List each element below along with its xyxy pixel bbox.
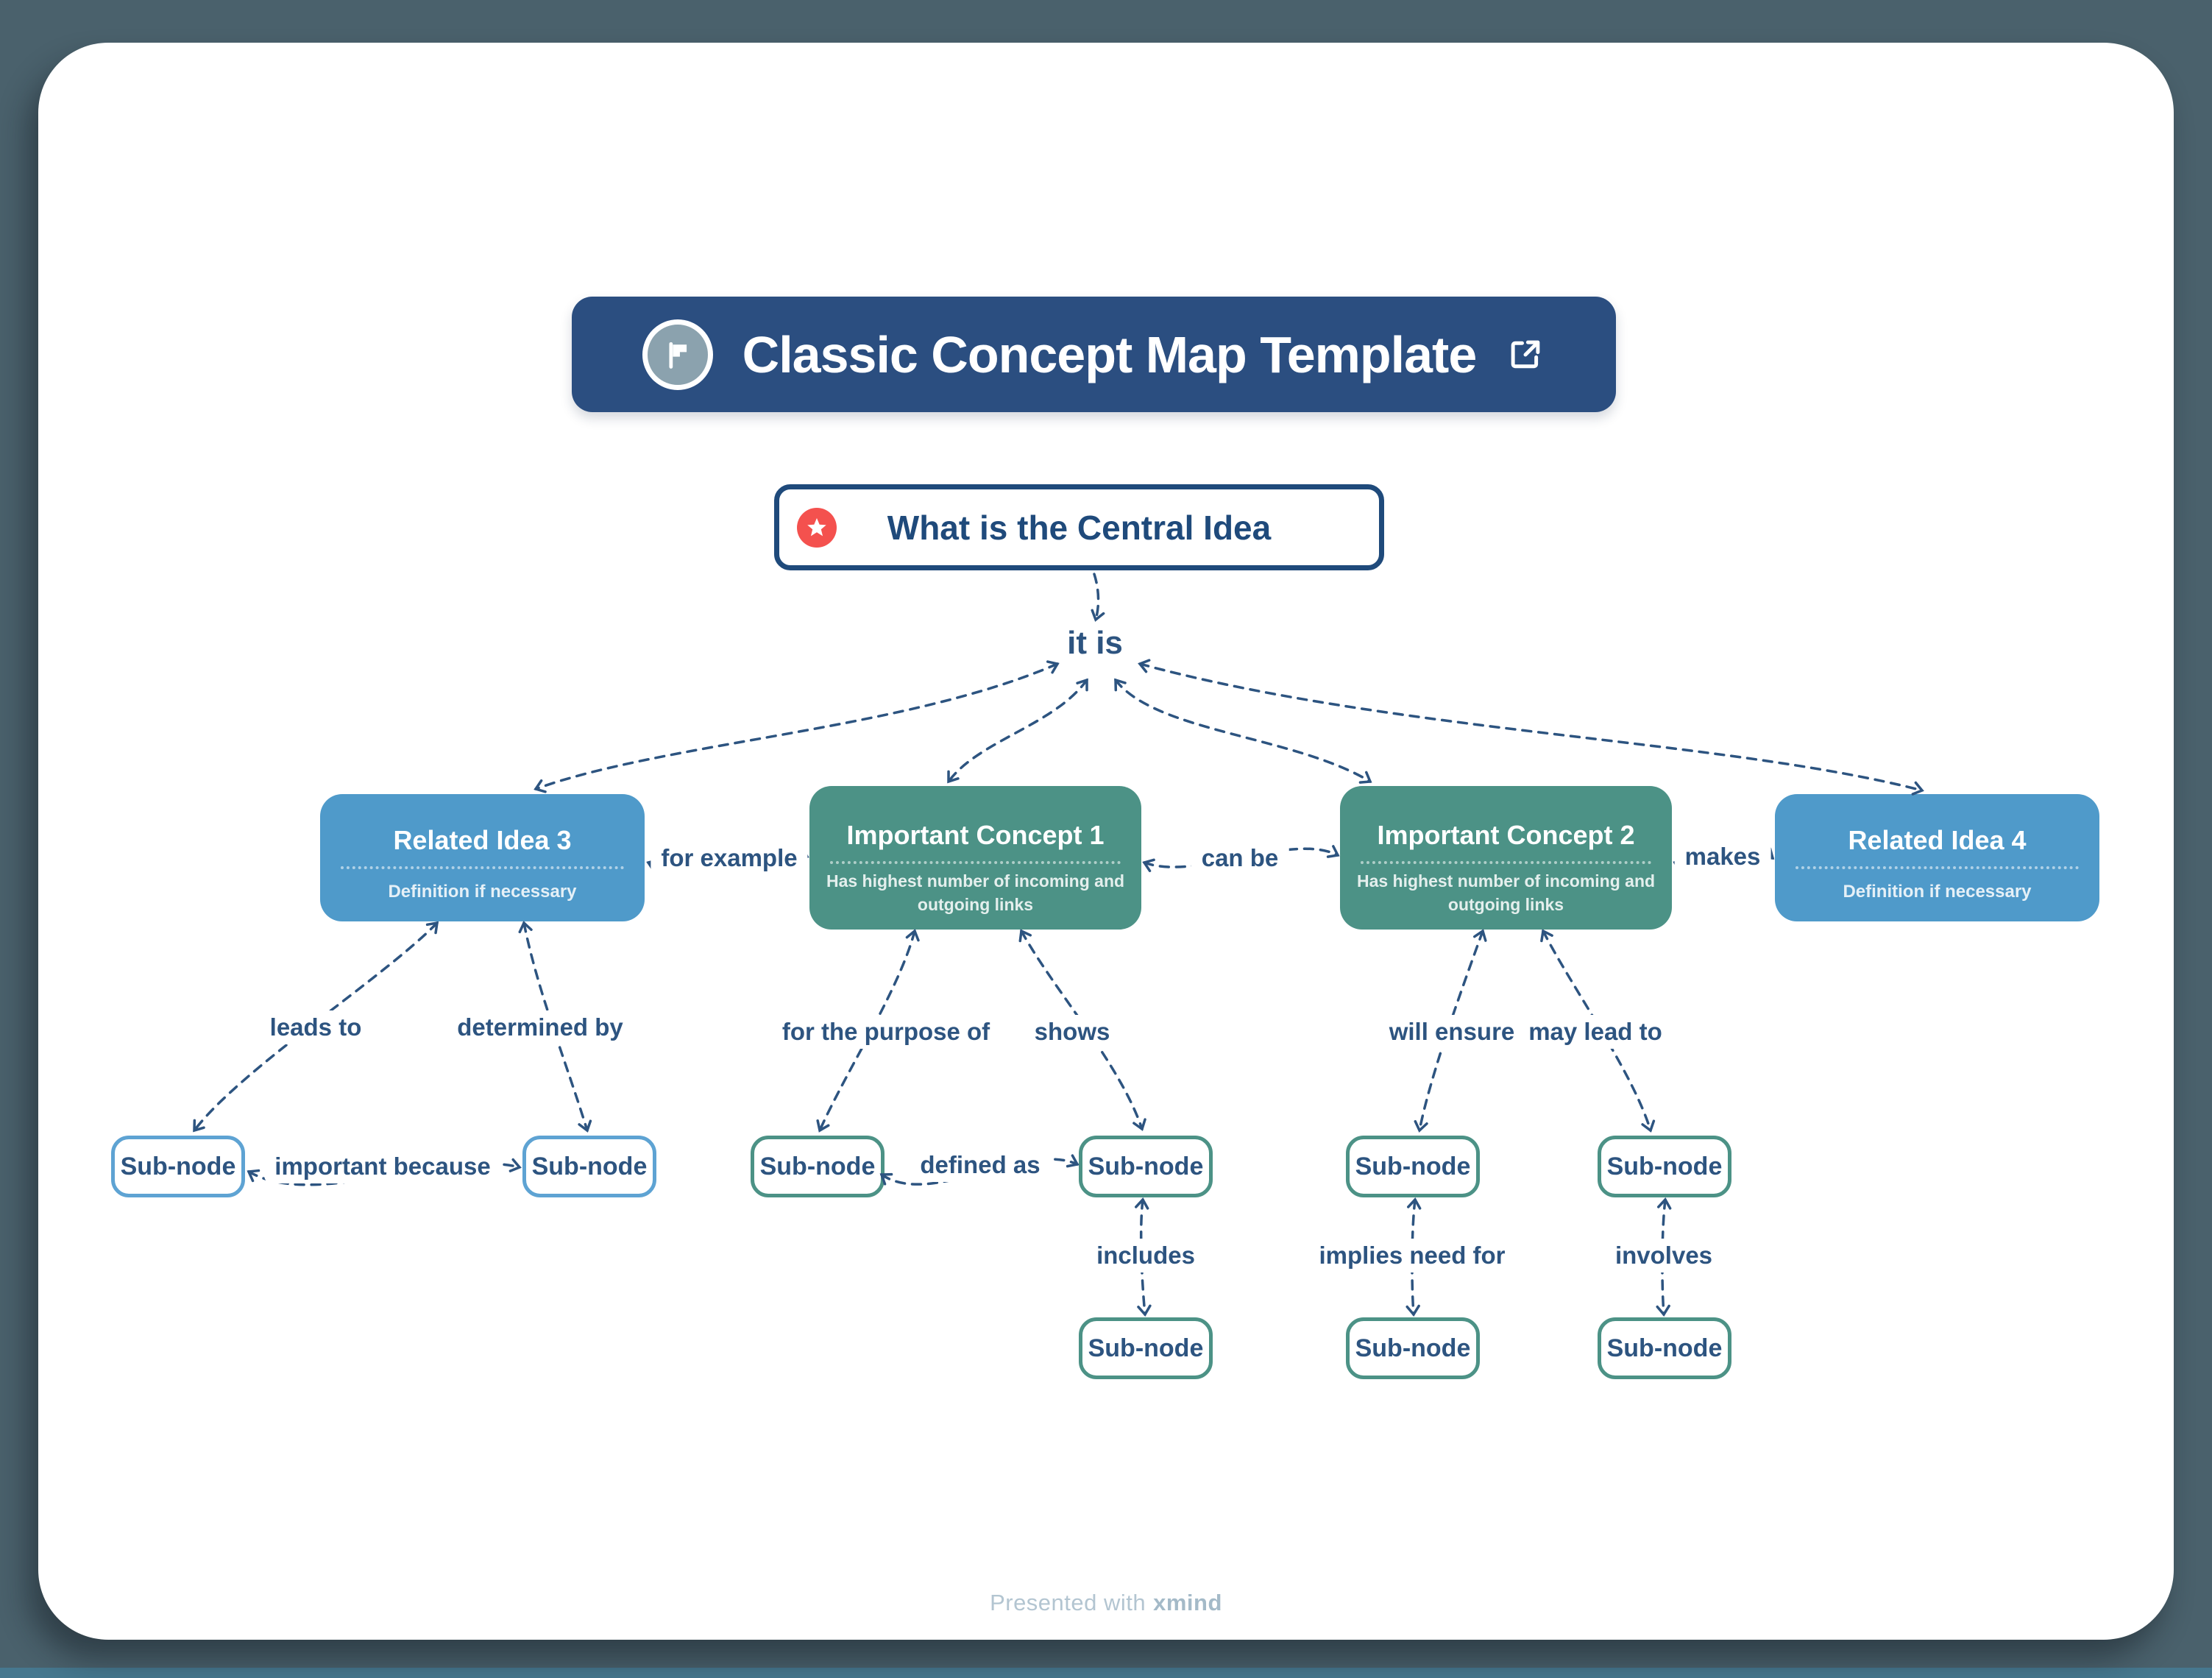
- subnode-includes[interactable]: Sub-node: [1079, 1317, 1213, 1379]
- subnode-leads-to[interactable]: Sub-node: [111, 1136, 245, 1197]
- node-title: Related Idea 4: [1848, 825, 2027, 855]
- footer-credit: Presented with xmind: [0, 1590, 2212, 1616]
- divider: [1796, 866, 2079, 869]
- subnode-for-the-purpose-of[interactable]: Sub-node: [751, 1136, 885, 1197]
- label-determined-by[interactable]: determined by: [447, 1010, 634, 1044]
- label-for-the-purpose-of[interactable]: for the purpose of: [771, 1015, 1001, 1049]
- open-external-icon[interactable]: [1506, 335, 1545, 375]
- subnode-label: Sub-node: [1355, 1152, 1471, 1180]
- label-implies-need-for[interactable]: implies need for: [1308, 1239, 1516, 1272]
- node-related-idea-3[interactable]: Related Idea 3 Definition if necessary: [320, 794, 645, 921]
- flag-icon: [642, 319, 713, 390]
- central-idea-node[interactable]: What is the Central Idea: [774, 484, 1384, 570]
- subnode-determined-by[interactable]: Sub-node: [522, 1136, 656, 1197]
- node-title: Important Concept 2: [1377, 820, 1635, 850]
- node-related-idea-4[interactable]: Related Idea 4 Definition if necessary: [1775, 794, 2099, 921]
- node-title: Related Idea 3: [393, 825, 572, 855]
- label-involves[interactable]: involves: [1604, 1239, 1723, 1272]
- node-subtitle: Has highest number of incoming and outgo…: [1356, 871, 1656, 914]
- footer-brand[interactable]: xmind: [1153, 1590, 1222, 1615]
- divider: [830, 861, 1121, 864]
- subnode-will-ensure[interactable]: Sub-node: [1346, 1136, 1480, 1197]
- node-subtitle: Definition if necessary: [1843, 882, 2032, 902]
- node-important-concept-1[interactable]: Important Concept 1 Has highest number o…: [809, 786, 1141, 930]
- label-shows[interactable]: shows: [1024, 1015, 1121, 1049]
- subnode-implies-need-for[interactable]: Sub-node: [1346, 1317, 1480, 1379]
- subnode-label: Sub-node: [120, 1152, 236, 1180]
- template-title: Classic Concept Map Template: [742, 325, 1478, 383]
- subnode-may-lead-to[interactable]: Sub-node: [1598, 1136, 1731, 1197]
- star-icon: [797, 507, 837, 548]
- subnode-involves[interactable]: Sub-node: [1598, 1317, 1731, 1379]
- divider: [341, 866, 624, 869]
- label-makes[interactable]: makes: [1674, 840, 1771, 874]
- label-it-is[interactable]: it is: [1058, 623, 1132, 663]
- label-may-lead-to[interactable]: may lead to: [1518, 1015, 1673, 1049]
- label-includes[interactable]: includes: [1086, 1239, 1205, 1272]
- subnode-label: Sub-node: [1088, 1334, 1204, 1362]
- subnode-label: Sub-node: [1355, 1334, 1471, 1362]
- label-will-ensure[interactable]: will ensure: [1378, 1015, 1525, 1049]
- node-subtitle: Has highest number of incoming and outgo…: [826, 871, 1125, 914]
- label-defined-as[interactable]: defined as: [910, 1148, 1051, 1182]
- footer-text: Presented with: [990, 1590, 1146, 1615]
- subnode-label: Sub-node: [1606, 1152, 1723, 1180]
- node-title: Important Concept 1: [846, 820, 1105, 850]
- label-for-example[interactable]: for example: [651, 841, 808, 875]
- template-title-banner[interactable]: Classic Concept Map Template: [572, 297, 1616, 412]
- label-important-because[interactable]: important because: [264, 1150, 501, 1183]
- central-idea-title: What is the Central Idea: [887, 508, 1272, 547]
- divider: [1361, 861, 1651, 864]
- subnode-shows[interactable]: Sub-node: [1079, 1136, 1213, 1197]
- bottom-window-strip: [0, 1668, 2212, 1678]
- node-important-concept-2[interactable]: Important Concept 2 Has highest number o…: [1340, 786, 1672, 930]
- subnode-label: Sub-node: [1088, 1152, 1204, 1180]
- subnode-label: Sub-node: [759, 1152, 876, 1180]
- subnode-label: Sub-node: [531, 1152, 648, 1180]
- subnode-label: Sub-node: [1606, 1334, 1723, 1362]
- label-leads-to[interactable]: leads to: [259, 1010, 372, 1044]
- node-subtitle: Definition if necessary: [388, 882, 577, 902]
- label-can-be[interactable]: can be: [1191, 841, 1289, 875]
